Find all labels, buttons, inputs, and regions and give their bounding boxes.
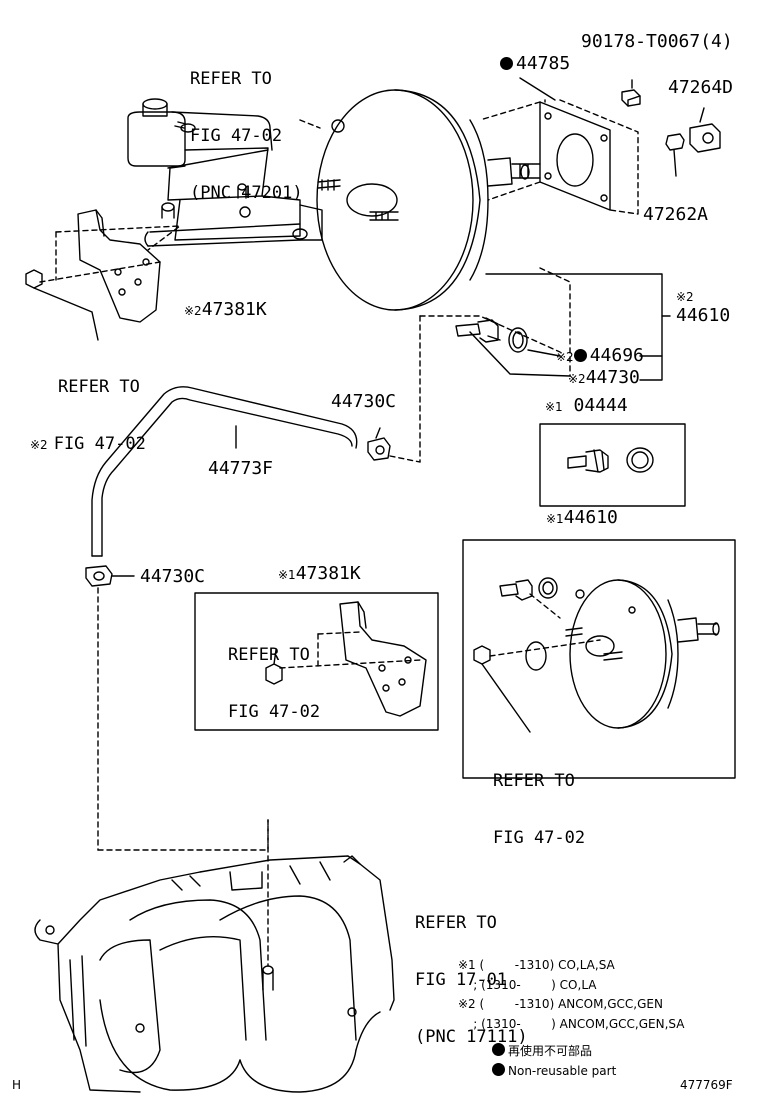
note-mark: ※1 [546, 512, 564, 526]
refer-line: FIG 47-02 [190, 126, 283, 146]
note-mark: ※2 [556, 350, 574, 364]
refer-line: REFER TO [415, 913, 497, 933]
hose-clip-upper [367, 427, 421, 463]
part-44610-top: 44610 [676, 305, 731, 326]
part-44730: ※244730 [568, 368, 640, 387]
refer-label-47201: REFER TO FIG 47-02 (PNC 47201) [190, 32, 303, 222]
part-04444-number: 04444 [573, 395, 628, 416]
small-nut-clips [621, 79, 721, 177]
gasket-plate [479, 99, 639, 215]
refer-label-box-booster: REFER TO FIG 47-02 [493, 734, 585, 867]
hose-clip-lower [85, 565, 269, 967]
box-47381K-parts [265, 601, 427, 717]
box-04444-parts [567, 447, 654, 473]
leader-lines [519, 77, 556, 103]
non-reusable-dot [500, 57, 513, 70]
box-47381K [194, 592, 439, 731]
note-mark-44610-top: ※2 [676, 290, 694, 304]
refer-label-left: REFER TO ※2 FIG 47-02 [30, 340, 146, 473]
part-44610-box: ※144610 [546, 508, 618, 527]
bracket-main [25, 209, 181, 341]
legend-nonreuse-jp: 再使用不可部品 [492, 1043, 592, 1058]
part-44785: 44785 [500, 54, 570, 73]
footer-left: H [12, 1078, 22, 1092]
refer-line: REFER TO [493, 771, 575, 791]
part-47381K-box: ※147381K [278, 564, 361, 583]
note-mark: ※2 [184, 304, 202, 318]
brake-booster-main [299, 89, 541, 311]
legend-nonreuse-en: Non-reusable part [492, 1063, 616, 1078]
refer-label-box-bracket: REFER TO FIG 47-02 [228, 608, 320, 741]
part-44785-number: 44785 [516, 53, 571, 74]
refer-line: FIG 47-02 [228, 702, 321, 722]
box-04444 [539, 423, 686, 507]
part-90178: 90178-T0067(4) [581, 31, 733, 52]
check-valve-parts [419, 267, 671, 463]
non-reusable-dot [573, 349, 587, 362]
note-mark: ※1 [278, 568, 296, 582]
part-47262A: 47262A [643, 204, 709, 225]
refer-line: FIG 17-01 [415, 970, 508, 990]
non-reusable-dot [492, 1063, 505, 1076]
note-mark: ※2 [30, 438, 48, 452]
intake-manifold [34, 855, 395, 1093]
part-44730-number: 44730 [585, 367, 640, 388]
box-44610 [462, 539, 736, 779]
refer-line: (PNC 47201) [190, 183, 303, 203]
note-mark: ※1 [545, 400, 563, 414]
part-44610-number: 44610 [563, 507, 618, 528]
note-mark: ※2 [568, 372, 586, 386]
legend-en-text: Non-reusable part [508, 1064, 617, 1078]
note-1b: ; (1310- ) CO,LA [458, 978, 597, 992]
legend-jp-text: 再使用不可部品 [508, 1044, 593, 1058]
figure-id: 477769F [680, 1078, 733, 1092]
note-1a: ※1 ( -1310) CO,LA,SA [458, 958, 615, 972]
part-47381K-main: ※247381K [184, 300, 267, 319]
refer-label-17111: REFER TO FIG 17-01 (PNC 17111) [415, 876, 528, 1066]
part-44696-number: 44696 [589, 345, 644, 366]
refer-line-with-mark: ※2 FIG 47-02 [30, 435, 146, 454]
refer-line: REFER TO [228, 645, 310, 665]
part-47381K-number: 47381K [295, 563, 361, 584]
non-reusable-dot [492, 1043, 505, 1056]
note-2b: ; (1310- ) ANCOM,GCC,GEN,SA [458, 1017, 685, 1031]
part-44730C-bottom: 44730C [140, 566, 206, 587]
refer-line: FIG 47-02 [493, 828, 586, 848]
refer-line: REFER TO [58, 377, 140, 397]
refer-line: REFER TO [190, 69, 272, 89]
refer-line: (PNC 17111) [415, 1027, 528, 1047]
refer-line: FIG 47-02 [53, 434, 146, 454]
part-47264D: 47264D [668, 77, 734, 98]
note-2a: ※2 ( -1310) ANCOM,GCC,GEN [458, 997, 663, 1011]
part-44730C-top: 44730C [331, 391, 397, 412]
part-44696: ※2 44696 [556, 346, 644, 365]
box-44610-parts [473, 577, 720, 733]
part-47381K-number: 47381K [201, 299, 267, 320]
part-44773F: 44773F [208, 458, 274, 479]
part-04444: ※1 04444 [545, 396, 628, 415]
vacuum-hose [91, 386, 358, 557]
